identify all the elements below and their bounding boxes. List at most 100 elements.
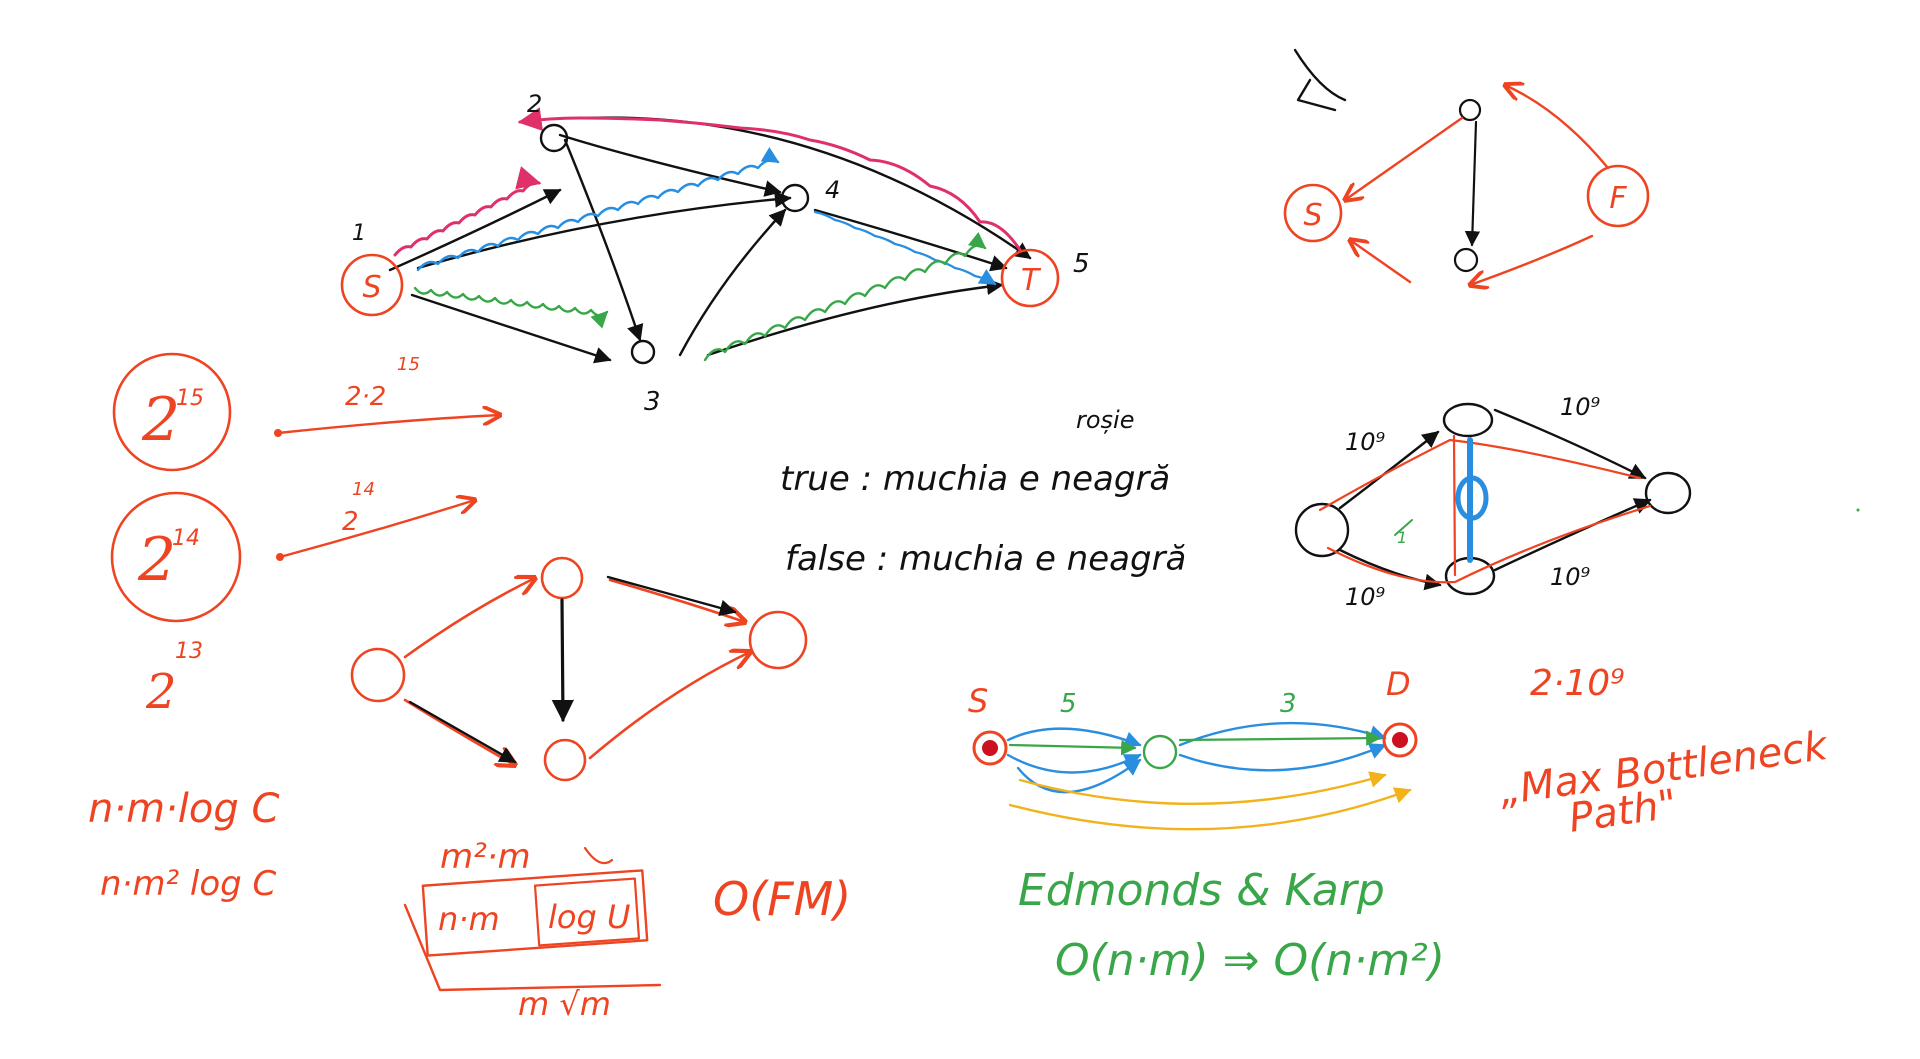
- edge-F-bottom: [1470, 234, 1594, 285]
- ek-title: Edmonds & Karp: [1018, 865, 1385, 916]
- ek-green-2: [1178, 730, 1382, 746]
- node-F: [1586, 164, 1650, 228]
- path-magenta-5-2: [517, 107, 1022, 252]
- stray-dot: [1856, 508, 1860, 512]
- complexity-notes: n·m·log C n·m² log C m²·m n·m log U m √m…: [88, 786, 851, 1023]
- edge-top-bottom: [1464, 120, 1481, 247]
- mg-node-right: [748, 610, 808, 670]
- doodle-mark: [1293, 48, 1347, 112]
- wg-weight-mid: 1: [1397, 528, 1407, 547]
- ek-node-t-fill: [1392, 732, 1408, 748]
- arrow-origin-dot: [274, 429, 282, 437]
- box-outer: [421, 869, 649, 957]
- arrow-origin-dot-2: [276, 553, 284, 561]
- complexity-nmlogC: n·m·log C: [88, 786, 279, 832]
- edge-2-3: [563, 138, 644, 342]
- true-false-note: roșie true : muchia e neagră false : muc…: [780, 406, 1186, 579]
- power-2-13-base: 2: [145, 664, 177, 720]
- ek-node-t: [1382, 722, 1418, 758]
- ek-blue-bot-1: [1006, 753, 1142, 774]
- node-S: [1283, 183, 1343, 243]
- node-number-5: 5: [1073, 249, 1090, 279]
- node-number-2: 2: [527, 90, 542, 118]
- node-bottom: [1453, 247, 1479, 273]
- black-edges: [388, 116, 1032, 364]
- complexity-m-sqrt-m: m √m: [518, 985, 611, 1023]
- node-2: [539, 123, 569, 153]
- ek-node-s-fill: [982, 740, 998, 756]
- wg-edge-left-bottom: [1338, 548, 1442, 591]
- wg-green-tick: [1394, 519, 1413, 536]
- arrow-2-14: [278, 500, 475, 559]
- arrow-label-1: 2·2: [345, 382, 386, 412]
- small-graph-top-right: S F: [1283, 48, 1650, 285]
- wg-node-left: [1294, 502, 1350, 558]
- ek-node-s: [972, 730, 1008, 766]
- edge-F-top: [1505, 85, 1610, 170]
- node-S-label: S: [1303, 198, 1322, 233]
- mg-edge-left-top: [403, 578, 535, 659]
- max-bottleneck: 2·10⁹ „Max Bottleneck Path": [1496, 663, 1831, 842]
- mg-edge-bottom-right: [588, 652, 750, 760]
- arrow-label-2-exp: 14: [352, 479, 375, 500]
- wg-weight-bottom-left: 10⁹: [1345, 583, 1386, 611]
- wg-edge-bottom-right: [1493, 498, 1652, 572]
- rosie-label: roșie: [1076, 406, 1135, 434]
- power-2-14-exp: 14: [172, 526, 200, 551]
- powers-of-two: 2 15 2 14 2·2 15 2 14 2 13: [110, 352, 500, 720]
- edge-1-3: [410, 293, 612, 364]
- power-2-15-base: 2: [141, 385, 180, 455]
- power-2-13-exp: 13: [175, 639, 203, 664]
- flow-network-top: S T 1 2 3 4 5: [340, 90, 1090, 417]
- path-magenta-1-2: [393, 166, 542, 257]
- edge-bottom-S: [1350, 240, 1412, 284]
- mg-node-left: [350, 647, 406, 703]
- ek-formula: O(n·m) ⇒ O(n·m²): [1055, 935, 1445, 986]
- ek-yellow-1: [1018, 771, 1387, 805]
- ek-blue-top-1: [1006, 727, 1142, 748]
- complexity-logU: log U: [548, 898, 630, 936]
- path-green-1-3: [413, 286, 609, 329]
- true-line: true : muchia e neagră: [780, 459, 1170, 499]
- wg-blue-loop: [1455, 475, 1489, 521]
- edmonds-karp: S D 5 3 Edmonds & Karp O(n·m) ⇒ O(n·m²): [968, 665, 1445, 986]
- complexity-nm: n·m: [438, 900, 500, 938]
- small-scribble: [583, 846, 614, 865]
- mg-edge-top-right: [608, 578, 745, 622]
- box-logU: [533, 877, 641, 947]
- mg-node-top: [540, 556, 584, 600]
- wg-weight-bottom-right: 10⁹: [1550, 563, 1591, 591]
- mg-edge-left-bottom-black: [408, 700, 517, 764]
- arrow-label-2: 2: [342, 507, 359, 537]
- wg-edge-top-right: [1493, 408, 1647, 480]
- false-line: false : muchia e neagră: [785, 539, 1186, 579]
- power-2-14-base: 2: [137, 525, 176, 595]
- ek-green-1: [1008, 739, 1137, 756]
- arrow-2x2-15: [276, 415, 500, 435]
- ek-blue-bot-3: [1178, 743, 1387, 772]
- wg-node-right: [1644, 471, 1692, 515]
- box-bracket: [403, 903, 662, 992]
- wg-weight-top-left: 10⁹: [1345, 428, 1386, 456]
- edge-3-5: [706, 278, 1004, 357]
- node-source: [340, 253, 404, 317]
- ek-t-label: D: [1386, 665, 1411, 703]
- node-number-4: 4: [825, 176, 840, 204]
- node-number-1: 1: [352, 221, 366, 246]
- edge-1-4: [416, 190, 792, 270]
- node-number-3: 3: [644, 387, 661, 417]
- node-source-label: S: [362, 270, 381, 305]
- wg-red-middle: [1452, 434, 1457, 577]
- ek-blue-top-2: [1178, 721, 1387, 747]
- ek-blue-bot-2: [1016, 758, 1142, 794]
- node-3: [630, 339, 656, 365]
- node-top: [1458, 98, 1482, 122]
- edge-1-2: [388, 188, 562, 272]
- path-blue-4-5: [813, 210, 997, 286]
- node-sink-label: T: [1021, 263, 1042, 298]
- wg-node-top: [1442, 402, 1494, 438]
- ek-weight-5: 5: [1060, 689, 1077, 719]
- wg-red-path-bottom: [1326, 504, 1652, 584]
- node-F-label: F: [1609, 181, 1627, 216]
